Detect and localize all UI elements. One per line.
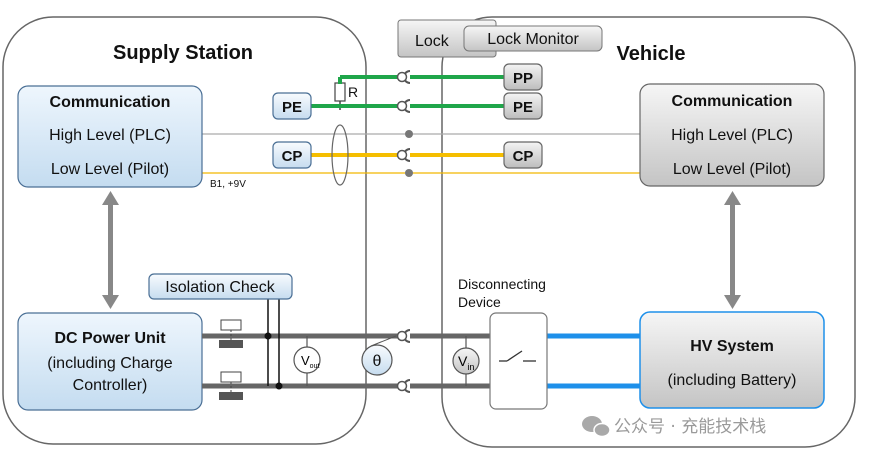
vehicle-outline	[441, 16, 856, 448]
station-high-level: High Level (PLC)	[49, 127, 171, 144]
connector-socket-pe	[396, 99, 411, 113]
lock-label: Lock	[415, 33, 450, 50]
vehicle-title: Vehicle	[617, 43, 686, 65]
supply-station-title: Supply Station	[113, 42, 253, 64]
vin-label: Vin	[458, 353, 474, 372]
vehicle-communication-title: Communication	[672, 93, 793, 110]
vehicle-communication-box	[639, 83, 825, 187]
hv-system-title: HV System	[690, 338, 774, 355]
station-communication-box	[17, 85, 203, 188]
station-low-level: Low Level (Pilot)	[51, 161, 169, 178]
lock-monitor-box	[463, 25, 603, 52]
dc-power-unit-box	[17, 312, 203, 411]
switch-icon	[499, 350, 536, 362]
disconnecting-device-box	[489, 312, 548, 410]
lock-monitor-label: Lock Monitor	[487, 31, 579, 48]
dc-power-unit-title: DC Power Unit	[54, 330, 166, 347]
vin-meter	[452, 347, 480, 375]
station-cp-label: CP	[282, 148, 303, 165]
cable-ellipse	[331, 124, 349, 186]
pilot-note: B1, +9V	[210, 179, 246, 190]
dc-power-unit-line2: (including Charge	[47, 355, 173, 372]
connector-pin-pilot	[405, 169, 413, 177]
connector-socket-dc-plus	[396, 329, 411, 343]
resistor	[334, 82, 346, 102]
connector-socket-dc-minus	[396, 379, 411, 393]
connector-pin-plc	[405, 130, 413, 138]
station-comm-power-arrow	[102, 191, 119, 309]
theta-lead	[370, 335, 397, 347]
isolation-node-plus	[264, 332, 272, 340]
vehicle-pe-pill	[503, 92, 543, 120]
vehicle-cp-label: CP	[513, 148, 534, 165]
connector-socket-pp	[396, 70, 411, 84]
dc-power-unit-line3: Controller)	[73, 377, 148, 394]
hv-system-box	[639, 311, 825, 409]
isolation-check-box	[148, 273, 293, 300]
dc-minus-contactor-icon	[219, 371, 243, 400]
vehicle-comm-hv-arrow	[724, 191, 741, 309]
dc-plus-contactor-icon	[219, 319, 243, 348]
isolation-check-label: Isolation Check	[165, 279, 275, 296]
station-pe-label: PE	[282, 99, 302, 116]
connector-socket-cp	[396, 148, 411, 162]
theta-label: θ	[373, 353, 382, 370]
vehicle-pp-pill	[503, 63, 543, 91]
vehicle-pp-label: PP	[513, 70, 533, 87]
vehicle-cp-pill	[503, 141, 543, 169]
disconnecting-device-line1: Disconnecting	[458, 276, 546, 292]
vout-label: Vout	[301, 353, 319, 370]
supply-station-outline	[2, 16, 367, 445]
resistor-label: R	[348, 84, 358, 100]
isolation-node-minus	[275, 382, 283, 390]
wechat-icon	[582, 416, 611, 438]
vehicle-pe-label: PE	[513, 99, 533, 116]
station-communication-title: Communication	[50, 94, 171, 111]
station-cp-pill	[272, 141, 312, 169]
vout-meter	[293, 346, 321, 374]
temperature-sensor	[361, 344, 393, 376]
station-pe-pill	[272, 92, 312, 120]
vehicle-low-level: Low Level (Pilot)	[673, 161, 791, 178]
disconnecting-device-line2: Device	[458, 294, 501, 310]
watermark-text: 公众号 · 充能技术栈	[614, 417, 766, 437]
vehicle-high-level: High Level (PLC)	[671, 127, 793, 144]
hv-system-line2: (including Battery)	[668, 372, 797, 389]
